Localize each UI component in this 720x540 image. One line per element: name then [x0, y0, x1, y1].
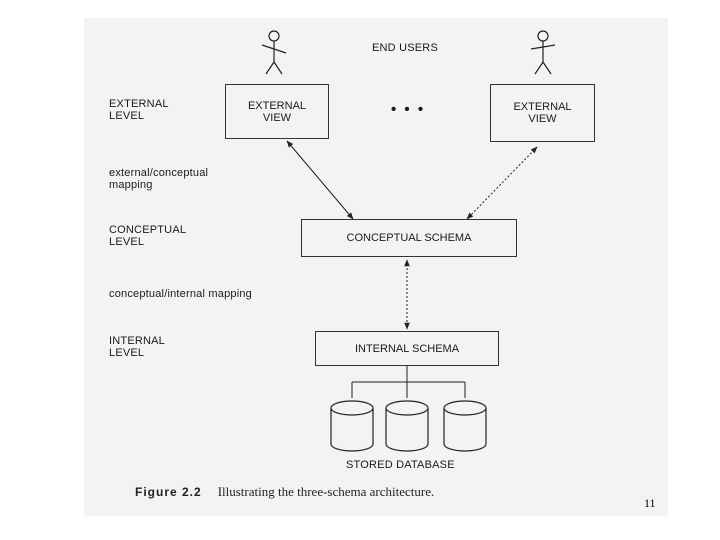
end-users-label: END USERS: [372, 42, 438, 54]
external-view-right-box: EXTERNAL VIEW: [490, 84, 595, 142]
figure-caption: Figure 2.2 Illustrating the three-schema …: [135, 484, 434, 500]
internal-schema-label: INTERNAL SCHEMA: [354, 342, 460, 355]
internal-level-line-2: LEVEL: [109, 347, 145, 359]
internal-schema-box: INTERNAL SCHEMA: [315, 331, 499, 366]
external-view-left-box: EXTERNAL VIEW: [225, 84, 329, 139]
conceptual-schema-label: CONCEPTUAL SCHEMA: [346, 232, 472, 244]
ext-conc-mapping-line-1: external/conceptual: [109, 167, 209, 179]
database-connectors: [351, 366, 466, 398]
external-view-right-line-2: VIEW: [528, 113, 557, 125]
external-conceptual-mapping-label: external/conceptual mapping: [109, 167, 208, 191]
end-user-icon-right: [530, 30, 556, 75]
internal-level-line-1: INTERNAL: [109, 335, 165, 347]
database-cylinder-icon-3: [443, 400, 487, 452]
stored-database-label: STORED DATABASE: [346, 459, 455, 471]
external-level-label: EXTERNAL LEVEL: [109, 98, 169, 122]
external-level-line-2: LEVEL: [109, 110, 145, 122]
figure-number: Figure 2.2: [135, 485, 202, 499]
figure-caption-text: Illustrating the three-schema architectu…: [217, 484, 435, 499]
arrow-right-view-to-conceptual: [466, 146, 538, 220]
more-views-ellipsis: • • •: [391, 101, 426, 118]
external-view-right-line-1: EXTERNAL: [513, 101, 572, 113]
database-cylinder-icon-2: [385, 400, 429, 452]
conceptual-internal-mapping-label: conceptual/internal mapping: [109, 288, 252, 300]
conceptual-level-line-2: LEVEL: [109, 236, 145, 248]
external-level-line-1: EXTERNAL: [109, 98, 169, 110]
end-user-icon-left: [261, 30, 287, 75]
internal-level-label: INTERNAL LEVEL: [109, 335, 165, 359]
arrow-left-view-to-conceptual: [286, 140, 354, 220]
page-number: 11: [644, 496, 656, 510]
external-view-left-line-2: VIEW: [262, 111, 292, 124]
conceptual-level-label: CONCEPTUAL LEVEL: [109, 224, 186, 248]
database-cylinder-icon-1: [330, 400, 374, 452]
conceptual-level-line-1: CONCEPTUAL: [109, 224, 187, 236]
external-view-left-line-1: EXTERNAL: [247, 99, 307, 112]
ext-conc-mapping-line-2: mapping: [109, 179, 153, 191]
conceptual-schema-box: CONCEPTUAL SCHEMA: [301, 219, 517, 257]
